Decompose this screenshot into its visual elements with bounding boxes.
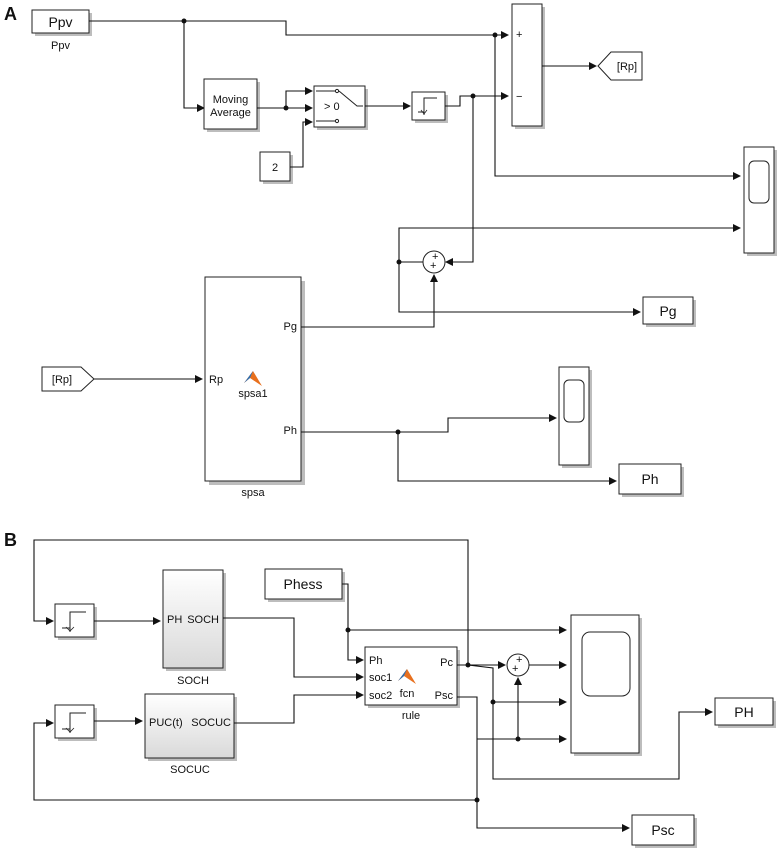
panel-a-letter: A [4, 4, 17, 24]
socuc-to-rule-line [234, 691, 364, 724]
adder-a[interactable]: + + [422, 250, 446, 274]
adder-to-pg-line [398, 262, 641, 316]
switch-threshold-label: > 0 [324, 101, 340, 113]
spsa-caption: spsa [241, 487, 265, 499]
spsa-port-pg: Pg [284, 321, 297, 333]
soch-port-in: PH [167, 614, 182, 626]
pg-to-adder-line [301, 274, 438, 328]
ph-outport-b[interactable]: PH [714, 697, 776, 728]
scope-a2[interactable] [558, 366, 592, 468]
ppv-to-sum-line [89, 20, 509, 39]
relay-block[interactable] [411, 91, 448, 123]
soch-to-rule-line [223, 617, 364, 681]
phess-label: Phess [284, 576, 323, 592]
ph-outport-label: Ph [641, 471, 658, 487]
ppv-to-scope-line [494, 35, 741, 180]
moving-average-line1: Moving [213, 94, 248, 106]
relay-to-adder-line [445, 96, 474, 266]
rule-in-soc2: soc2 [369, 690, 392, 702]
socuc-port-in: PUC(t) [149, 717, 183, 729]
relay-block-b2[interactable] [54, 704, 97, 741]
moving-average-block[interactable]: Moving Average [203, 78, 260, 132]
socuc-block[interactable]: PUC(t) SOCUC [144, 693, 237, 761]
from-rp-tag[interactable]: [Rp] [41, 366, 95, 392]
goto-rp-label: [Rp] [617, 61, 637, 73]
adder-b-plus-2: + [512, 663, 518, 675]
sum-plus-sign: + [516, 29, 522, 41]
switch-block[interactable]: > 0 [313, 85, 368, 130]
pg-outport-label: Pg [659, 303, 676, 319]
socuc-port-out: SOCUC [191, 717, 231, 729]
relay-to-sum-line [445, 92, 509, 107]
psc-to-outport-line [457, 696, 630, 832]
scope-b[interactable] [570, 614, 642, 756]
ph-outport-block[interactable]: Ph [618, 463, 684, 497]
ppv-to-moving-average-line [183, 21, 205, 112]
socuc-caption: SOCUC [170, 764, 210, 776]
adder-a-plus-2: + [430, 260, 436, 272]
rule-function-name: fcn [400, 688, 415, 700]
matlab-function-icon [244, 371, 262, 386]
feedback-bottom-line [33, 719, 477, 801]
adder-b-plus-1: + [516, 654, 522, 666]
phess-to-rule-line [342, 583, 364, 664]
ppv-inport-block[interactable]: Ppv [31, 9, 92, 36]
rule-caption: rule [402, 710, 420, 722]
adder-b[interactable]: + + [506, 653, 530, 677]
feedback-top-line [33, 539, 469, 665]
spsa-port-rp: Rp [209, 374, 223, 386]
soch-caption: SOCH [177, 675, 209, 687]
spsa-block[interactable]: Rp Pg Ph spsa1 [204, 276, 305, 485]
scope-a1[interactable] [743, 146, 777, 256]
from-rp-label: [Rp] [52, 374, 72, 386]
phess-inport-block[interactable]: Phess [264, 568, 345, 602]
relay-block-b1[interactable] [54, 603, 97, 640]
ppv-label: Ppv [48, 14, 72, 30]
spsa-function-name: spsa1 [238, 388, 267, 400]
ph-to-scope-line [301, 414, 557, 433]
goto-rp-tag[interactable]: [Rp] [597, 51, 643, 81]
rule-out-psc: Psc [435, 690, 454, 702]
ma-to-switch-top-line [257, 87, 313, 109]
soch-port-out: SOCH [187, 614, 219, 626]
adder-to-scope-line [398, 224, 741, 263]
matlab-function-icon [398, 669, 416, 684]
psc-outport[interactable]: Psc [631, 814, 697, 848]
moving-average-line2: Average [210, 107, 251, 119]
sum-block[interactable]: + − [511, 3, 545, 129]
soch-block[interactable]: PH SOCH [162, 569, 226, 671]
panel-b-letter: B [4, 530, 17, 550]
pc-to-ph-outport-line [467, 664, 713, 780]
pg-outport-block[interactable]: Pg [642, 296, 696, 327]
ph-outport-b-label: PH [734, 704, 753, 720]
rule-in-soc1: soc1 [369, 672, 392, 684]
rule-in-ph: Ph [369, 655, 382, 667]
constant-to-switch-line [290, 118, 313, 168]
rule-out-pc: Pc [440, 657, 453, 669]
sum-minus-sign: − [516, 91, 522, 103]
spsa-port-ph: Ph [284, 425, 297, 437]
psc-outport-label: Psc [651, 822, 674, 838]
ph-to-outport-line [397, 432, 617, 485]
constant-block[interactable]: 2 [259, 151, 293, 184]
adder-a-plus-1: + [432, 251, 438, 263]
constant-value: 2 [272, 162, 278, 174]
ppv-caption: Ppv [51, 40, 70, 52]
rule-block[interactable]: Ph soc1 soc2 Pc Psc fcn [364, 646, 460, 708]
